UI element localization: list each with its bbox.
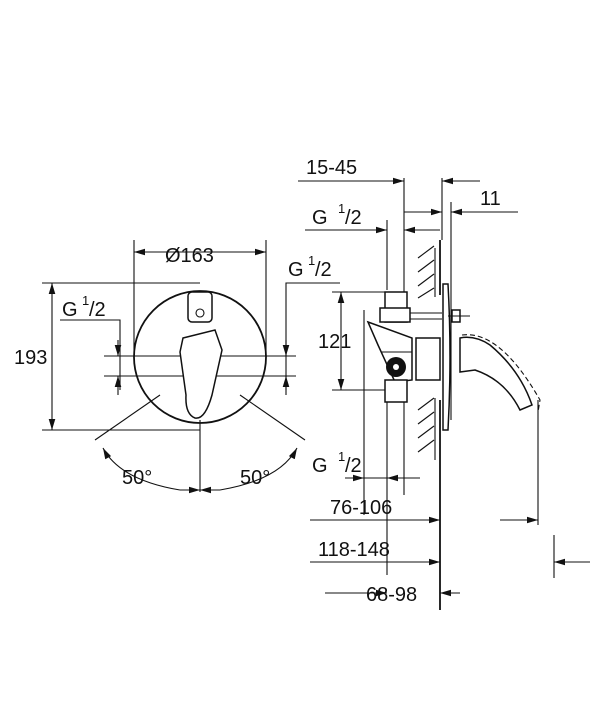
svg-text:1: 1 xyxy=(338,449,345,464)
svg-text:1: 1 xyxy=(82,293,89,308)
angle-right-label: 50° xyxy=(240,467,270,489)
svg-text:/2: /2 xyxy=(345,207,362,229)
svg-text:G: G xyxy=(62,299,78,321)
svg-text:G: G xyxy=(312,207,328,229)
svg-text:G: G xyxy=(312,455,328,477)
depth-range-label: 15-45 xyxy=(306,157,357,179)
angle-left-label: 50° xyxy=(122,467,152,489)
connection-height-label: 121 xyxy=(318,331,351,353)
projection-2-label: 118-148 xyxy=(318,539,390,561)
svg-text:/2: /2 xyxy=(345,455,362,477)
lever-handle xyxy=(179,329,223,419)
svg-text:/2: /2 xyxy=(89,299,106,321)
svg-text:G: G xyxy=(288,259,304,281)
diameter-label: Ø163 xyxy=(165,245,214,267)
svg-text:/2: /2 xyxy=(315,259,332,281)
svg-text:1: 1 xyxy=(338,201,345,216)
height-label: 193 xyxy=(14,347,47,369)
projection-3-label: 68-98 xyxy=(366,584,417,606)
svg-text:1: 1 xyxy=(308,253,315,268)
lever-handle-side xyxy=(459,336,533,411)
projection-1-label: 76-106 xyxy=(330,497,392,519)
thickness-label: 11 xyxy=(480,188,501,210)
